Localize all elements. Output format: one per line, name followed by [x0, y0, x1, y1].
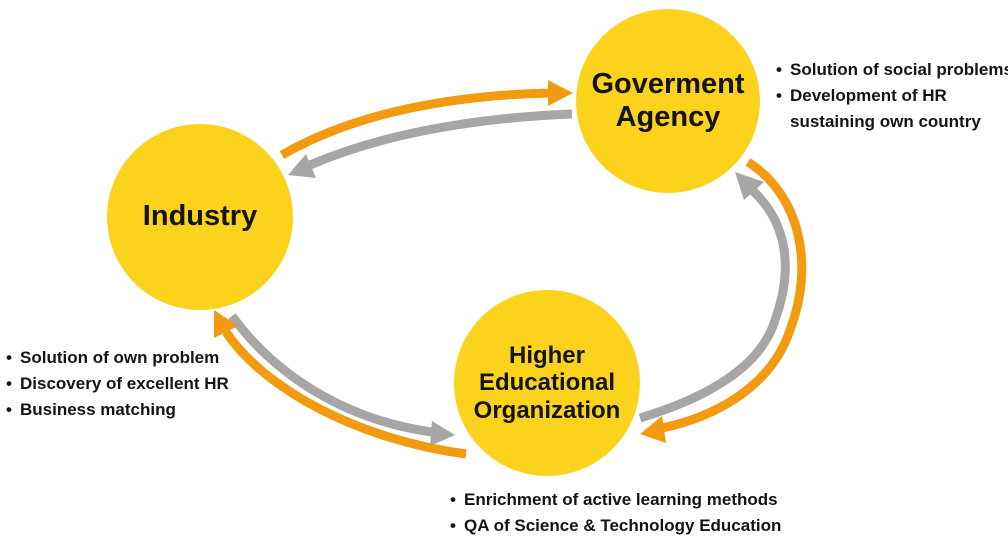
industry-benefits-list: Solution of own problem Discovery of exc… [6, 345, 229, 423]
list-item: Enrichment of active learning methods [450, 487, 781, 513]
arrowhead-government-to-highered [640, 416, 666, 443]
arrow-industry-to-government [279, 88, 551, 159]
arrow-highered-to-government [638, 186, 790, 423]
arrowhead-industry-to-highered [430, 421, 455, 446]
node-government-agency [576, 9, 760, 193]
list-item: QA of Science & Technology Education [450, 513, 781, 539]
arrowhead-industry-to-government [548, 80, 573, 106]
arrowhead-government-to-industry [288, 154, 316, 178]
list-item: Solution of own problem [6, 345, 229, 371]
label-line: Organization [473, 396, 621, 424]
node-higher-educational-organization [454, 290, 640, 476]
label-line: Goverment [591, 67, 745, 100]
label-industry: Industry [108, 190, 292, 244]
label-line: Industry [142, 200, 258, 233]
arrow-government-to-industry [308, 109, 573, 170]
list-item-continuation: sustaining own country [790, 112, 981, 131]
highered-benefits-list: Enrichment of active learning methods QA… [450, 487, 781, 539]
label-government-agency: Goverment Agency [578, 40, 758, 162]
arrow-government-to-highered [661, 158, 807, 433]
arrow-highered-to-industry [222, 329, 467, 459]
label-higher-educational-organization: Higher Educational Organization [456, 330, 638, 436]
government-benefits-list: Solution of social problems Development … [776, 57, 1008, 135]
node-industry [107, 124, 293, 310]
label-line: Agency [615, 101, 721, 133]
arrowhead-highered-to-industry [214, 310, 238, 338]
label-line: Higher [508, 341, 585, 369]
list-item: Discovery of excellent HR [6, 371, 229, 397]
list-item: Business matching [6, 397, 229, 423]
label-line: Educational [478, 369, 615, 397]
list-item: Development of HR [776, 83, 1008, 109]
arrowhead-highered-to-government [735, 172, 764, 200]
list-item: Solution of social problems [776, 57, 1008, 83]
arrow-industry-to-highered [228, 313, 433, 437]
